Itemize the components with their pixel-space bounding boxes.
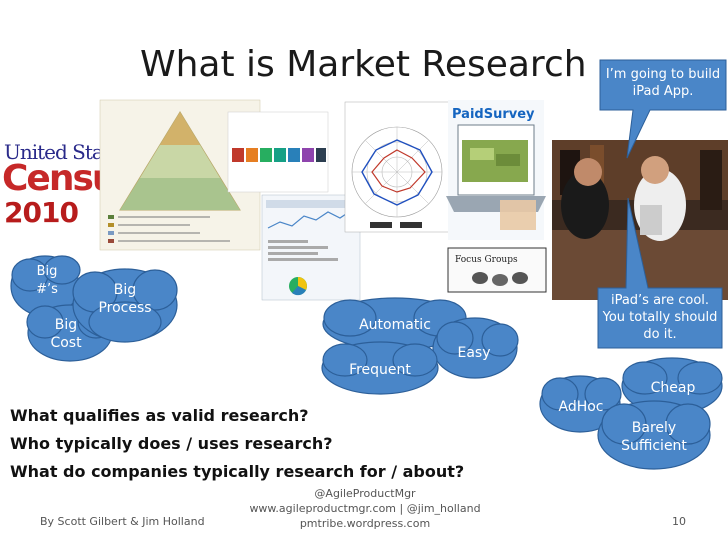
cloud-barely-sufficient-shape (597, 400, 711, 470)
footer-contact: @AgileProductMgr www.agileproductmgr.com… (240, 486, 490, 531)
cloud-big-cost-text: Big Cost (50, 317, 82, 351)
paid-survey-logo: PaidSurvey (452, 107, 535, 122)
census-logo-line3: 2010 (4, 196, 79, 229)
footer-authors: By Scott Gilbert & Jim Holland (40, 515, 205, 528)
pyramid-diagram (99, 99, 261, 251)
cloud-automatic-text: Automatic (359, 317, 431, 333)
cloud-easy-shape (432, 317, 519, 379)
cloud-cheap-shape (621, 357, 723, 415)
cloud-frequent-text: Frequent (349, 362, 411, 378)
speech-bubble-top-shape (599, 59, 727, 159)
footer-contact-line3: pmtribe.wordpress.com (299, 517, 431, 530)
speech-bubble-top-text: I’m going to build iPad App. (605, 67, 721, 99)
question-3: What do companies typically research for… (10, 462, 465, 481)
cloud-big-numbers-shape (10, 255, 81, 317)
cloud-frequent-shape (321, 341, 439, 395)
question-1: What qualifies as valid research? (10, 406, 309, 425)
cloud-big-numbers-text: Big #’s (36, 264, 58, 297)
footer-contact-line1: @AgileProductMgr (314, 487, 416, 500)
cloud-adhoc-shape (539, 375, 622, 433)
cloud-cheap-text: Cheap (650, 380, 696, 396)
dashboard-screenshot (261, 194, 361, 301)
cloud-easy-text: Easy (457, 345, 491, 361)
focus-group-image (447, 247, 547, 293)
speech-bubble-bottom-shape (597, 197, 723, 349)
question-2: Who typically does / uses research? (10, 434, 333, 453)
cloud-automatic-shape (322, 297, 468, 351)
footer-contact-line2: www.agileproductmgr.com | @jim_holland (249, 502, 481, 515)
page-number: 10 (672, 515, 686, 528)
attribute-profile-chart (344, 101, 451, 233)
slide-title: What is Market Research (140, 44, 587, 85)
process-flow-diagram (227, 111, 329, 193)
cloud-barely-sufficient-text: Barely Sufficient (621, 420, 687, 454)
speech-bubble-bottom-text: iPad’s are cool. You totally should do i… (602, 293, 718, 342)
cloud-adhoc-text: AdHoc (558, 399, 604, 415)
focus-groups-label: Focus Groups (455, 255, 518, 265)
cloud-big-process-shape (72, 268, 178, 343)
cloud-big-process-text: Big Process (98, 282, 152, 316)
paid-survey-laptop (446, 100, 546, 240)
